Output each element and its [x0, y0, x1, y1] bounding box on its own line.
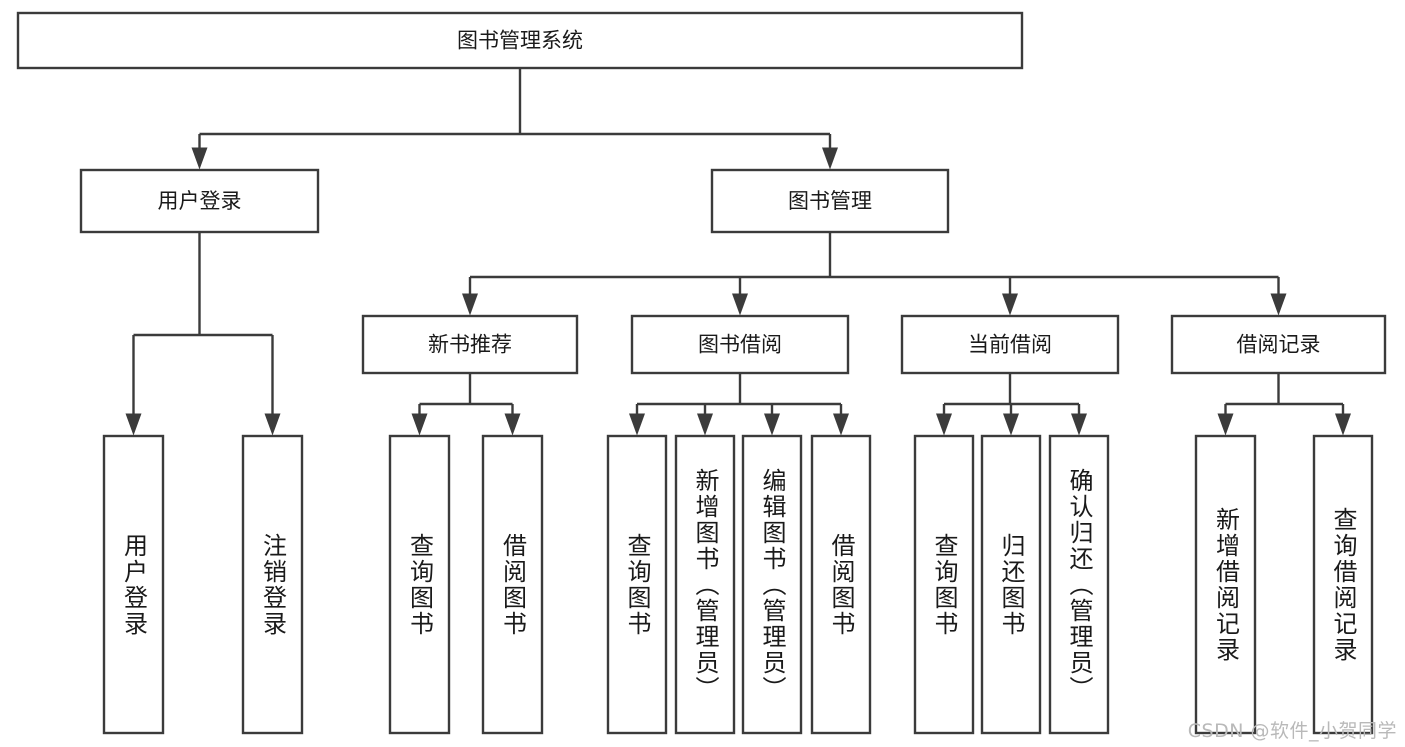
arrow-head-icon	[1003, 413, 1019, 436]
arrow-head-icon	[822, 147, 838, 170]
arrow-head-icon	[504, 413, 521, 436]
node-l3-label-2: 当前借阅	[968, 333, 1052, 357]
arrow-head-icon	[764, 413, 780, 436]
arrow-head-icon	[697, 413, 713, 436]
arrow-head-icon	[833, 413, 849, 436]
arrow-head-icon	[1270, 293, 1287, 316]
node-leaf-10[interactable]	[1048, 434, 1110, 735]
node-leaf-12[interactable]	[1312, 434, 1374, 735]
node-l3-2[interactable]	[900, 314, 1120, 375]
arrow-head-icon	[462, 293, 478, 316]
node-leaf-3[interactable]	[481, 434, 544, 735]
arrow-head-icon	[1217, 413, 1234, 436]
node-l3-1[interactable]	[630, 314, 850, 375]
arrow-head-icon	[732, 293, 748, 316]
node-l2-label-0: 用户登录	[158, 189, 242, 213]
node-leaf-7[interactable]	[810, 434, 872, 735]
arrow-head-icon	[936, 413, 952, 436]
node-leaf-8[interactable]	[913, 434, 975, 735]
node-l3-label-0: 新书推荐	[428, 333, 512, 357]
node-l2-1[interactable]	[710, 168, 950, 234]
node-l2-label-1: 图书管理	[788, 189, 872, 213]
arrow-head-icon	[125, 413, 142, 436]
node-l3-0[interactable]	[361, 314, 579, 375]
connectors-layer	[125, 68, 1351, 436]
arrow-head-icon	[1071, 413, 1087, 436]
arrow-head-icon	[411, 413, 428, 436]
node-l3-label-3: 借阅记录	[1237, 333, 1321, 357]
arrow-head-icon	[1335, 413, 1351, 436]
csdn-watermark: CSDN @软件_小贺同学	[1187, 720, 1397, 742]
node-l3-label-1: 图书借阅	[698, 333, 782, 357]
arrow-head-icon	[1002, 293, 1018, 316]
boxes-layer	[16, 11, 1387, 735]
node-root-label: 图书管理系统	[457, 29, 583, 53]
node-leaf-6[interactable]	[741, 434, 803, 735]
arrow-head-icon	[191, 147, 208, 170]
node-root-图书管理系统[interactable]	[16, 11, 1024, 70]
node-leaf-2[interactable]	[388, 434, 451, 735]
node-leaf-0[interactable]	[102, 434, 165, 735]
node-l3-3[interactable]	[1170, 314, 1387, 375]
node-leaf-11[interactable]	[1194, 434, 1257, 735]
node-l2-0[interactable]	[79, 168, 320, 234]
node-leaf-4[interactable]	[606, 434, 668, 735]
node-leaf-9[interactable]	[980, 434, 1042, 735]
node-leaf-5[interactable]	[674, 434, 736, 735]
arrow-head-icon	[629, 413, 645, 436]
node-leaf-1[interactable]	[241, 434, 304, 735]
arrow-head-icon	[264, 413, 281, 436]
